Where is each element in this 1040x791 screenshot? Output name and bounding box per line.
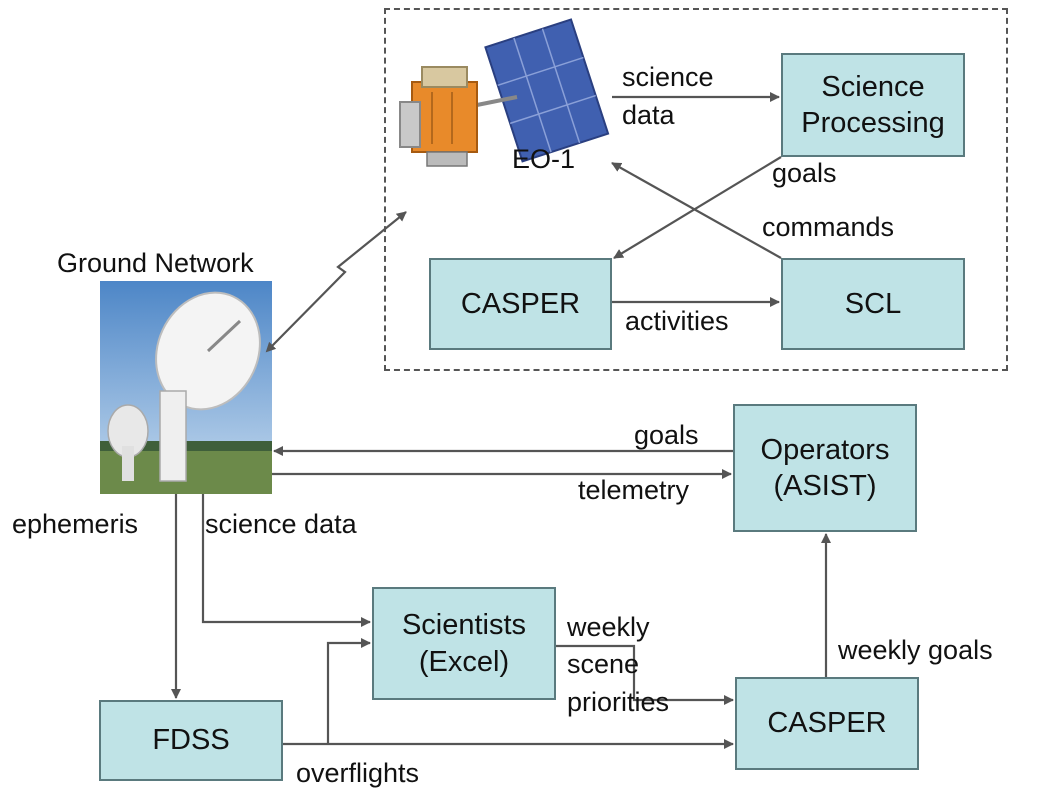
weekly-label: weekly [567, 612, 650, 642]
science-data-ground-label: science data [205, 509, 357, 539]
ground-antenna-image [100, 281, 272, 494]
fdss-label: FDSS [152, 724, 230, 757]
casper-onboard-label: CASPER [460, 287, 581, 320]
arrow-weekly-priorities [556, 644, 734, 705]
weekly-goals-label: weekly goals [838, 635, 993, 665]
casper-onboard-box: CASPER [429, 258, 612, 350]
arrow-commands [611, 162, 782, 259]
arrow-overflights-scientists [326, 638, 371, 744]
science-label: science [622, 62, 714, 92]
scene-label: scene [567, 649, 640, 679]
activities-label: activities [625, 306, 729, 336]
scientists-label: Scientists (Excel) [401, 609, 527, 678]
data-label: data [622, 100, 675, 130]
telemetry-label: telemetry [578, 475, 690, 505]
science-processing-label: Science Processing [801, 70, 945, 139]
eo1-label: EO-1 [512, 144, 576, 174]
operators-label: Operators (ASIST) [760, 433, 890, 502]
scl-label: SCL [844, 287, 902, 320]
fdss-box: FDSS [99, 700, 283, 781]
priorities-label: priorities [567, 687, 670, 717]
scl-box: SCL [781, 258, 965, 350]
overflights-label: overflights [296, 758, 420, 788]
arrow-goals-top [613, 156, 782, 259]
arrow-space-link [265, 211, 407, 353]
goals-top-label: goals [772, 158, 837, 188]
commands-label: commands [762, 212, 895, 242]
eo1-satellite-image [399, 18, 610, 167]
arrow-science-data-ground [201, 494, 371, 627]
casper-ground-box: CASPER [735, 677, 919, 770]
science-processing-box: Science Processing [781, 53, 965, 157]
ephemeris-label: ephemeris [12, 509, 139, 539]
operators-box: Operators (ASIST) [733, 404, 917, 532]
scientists-box: Scientists (Excel) [372, 587, 556, 700]
ground-network-label: Ground Network [57, 248, 254, 278]
casper-ground-label: CASPER [767, 707, 887, 740]
onboard-boundary [384, 8, 1008, 371]
goals-mid-label: goals [634, 420, 699, 450]
